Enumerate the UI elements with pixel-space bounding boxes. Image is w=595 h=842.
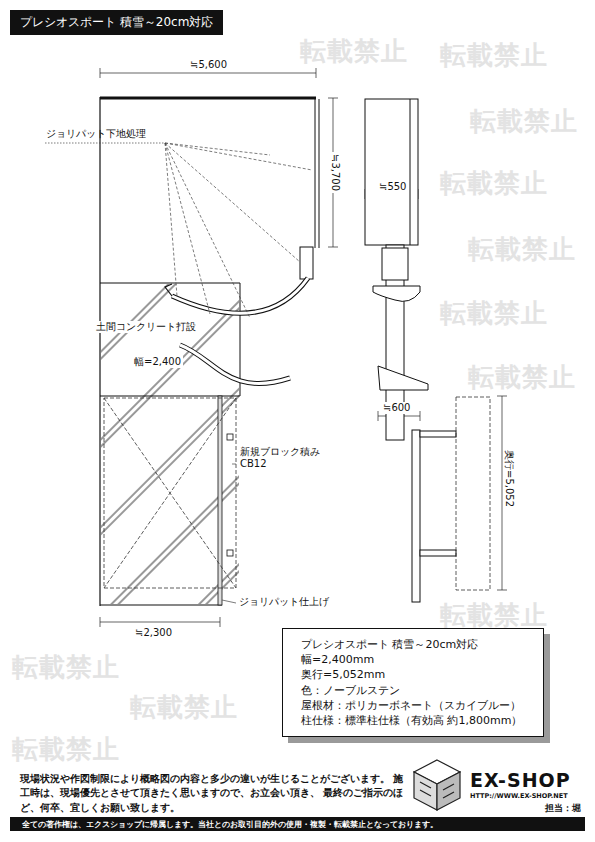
callout: ジョリパット仕上げ xyxy=(239,596,329,608)
callout: 新規ブロック積み xyxy=(240,446,320,458)
dimension: ≒600 xyxy=(381,402,412,414)
block-wall xyxy=(218,396,233,605)
note: 現場状況や作図制限により概略図の内容と多少の違いが生じることがございます。 施工… xyxy=(20,772,410,815)
callout: 土間コンクリート打設 xyxy=(94,321,198,333)
watermark: 転載禁止 xyxy=(12,732,120,767)
title-bar: プレシオスポート 積雪～20cm対応 xyxy=(10,10,223,35)
dimension: 幅=2,400 xyxy=(132,356,183,368)
logo-icon xyxy=(414,760,460,810)
dimension: ≒5,600 xyxy=(190,59,227,71)
spec-text: 屋根材：ポリカーボネート（スカイブルー） xyxy=(301,698,525,713)
watermark: 転載禁止 xyxy=(300,34,408,69)
watermark: 転載禁止 xyxy=(468,232,576,267)
watermark: 転載禁止 xyxy=(440,166,548,201)
watermark: 転載禁止 xyxy=(130,690,238,725)
staff-name: 担当：堀 xyxy=(545,803,581,813)
logo-url: HTTP://WWW.EX-SHOP.NET xyxy=(470,793,568,801)
carport-roof-plan xyxy=(104,398,236,588)
dimension-line xyxy=(100,68,507,627)
callout: CB12 xyxy=(240,458,267,470)
spec-text: 幅=2,400mm xyxy=(301,652,525,667)
dimension: 奥行=5,052 xyxy=(503,448,515,509)
carport-side xyxy=(456,397,490,590)
watermark: 転載禁止 xyxy=(12,650,120,685)
footer-bar xyxy=(10,817,585,831)
spec-text: 色：ノーブルステン xyxy=(301,683,525,698)
site-area xyxy=(101,396,219,604)
watermark: 転載禁止 xyxy=(440,38,548,73)
watermark: 転載禁止 xyxy=(470,104,578,139)
watermark: 転載禁止 xyxy=(440,296,548,331)
logo-text: EX-SHOP xyxy=(470,769,571,792)
site-outline xyxy=(100,97,319,606)
spec-text: 柱仕様：標準柱仕様（有効高 約1,800mm） xyxy=(301,713,525,728)
spec-box: プレシオスポート 積雪～20cm対応幅=2,400mm奥行=5,052mm色：ノ… xyxy=(282,628,544,737)
watermark: 転載禁止 xyxy=(468,360,576,395)
copyright: 全ての著作権は、エクスショップに帰属します。当社とのお取引目的外の使用・複製・転… xyxy=(22,818,438,832)
spec-text: 奥行=5,052mm xyxy=(301,667,525,682)
dimension: ≒2,300 xyxy=(135,627,172,639)
dimension: ≒3,700 xyxy=(329,152,341,193)
callout: ジョリパット下地処理 xyxy=(46,128,146,140)
leader-line xyxy=(45,143,312,603)
dimension: ≒550 xyxy=(377,181,408,193)
spec-text: プレシオスポート 積雪～20cm対応 xyxy=(301,637,525,652)
